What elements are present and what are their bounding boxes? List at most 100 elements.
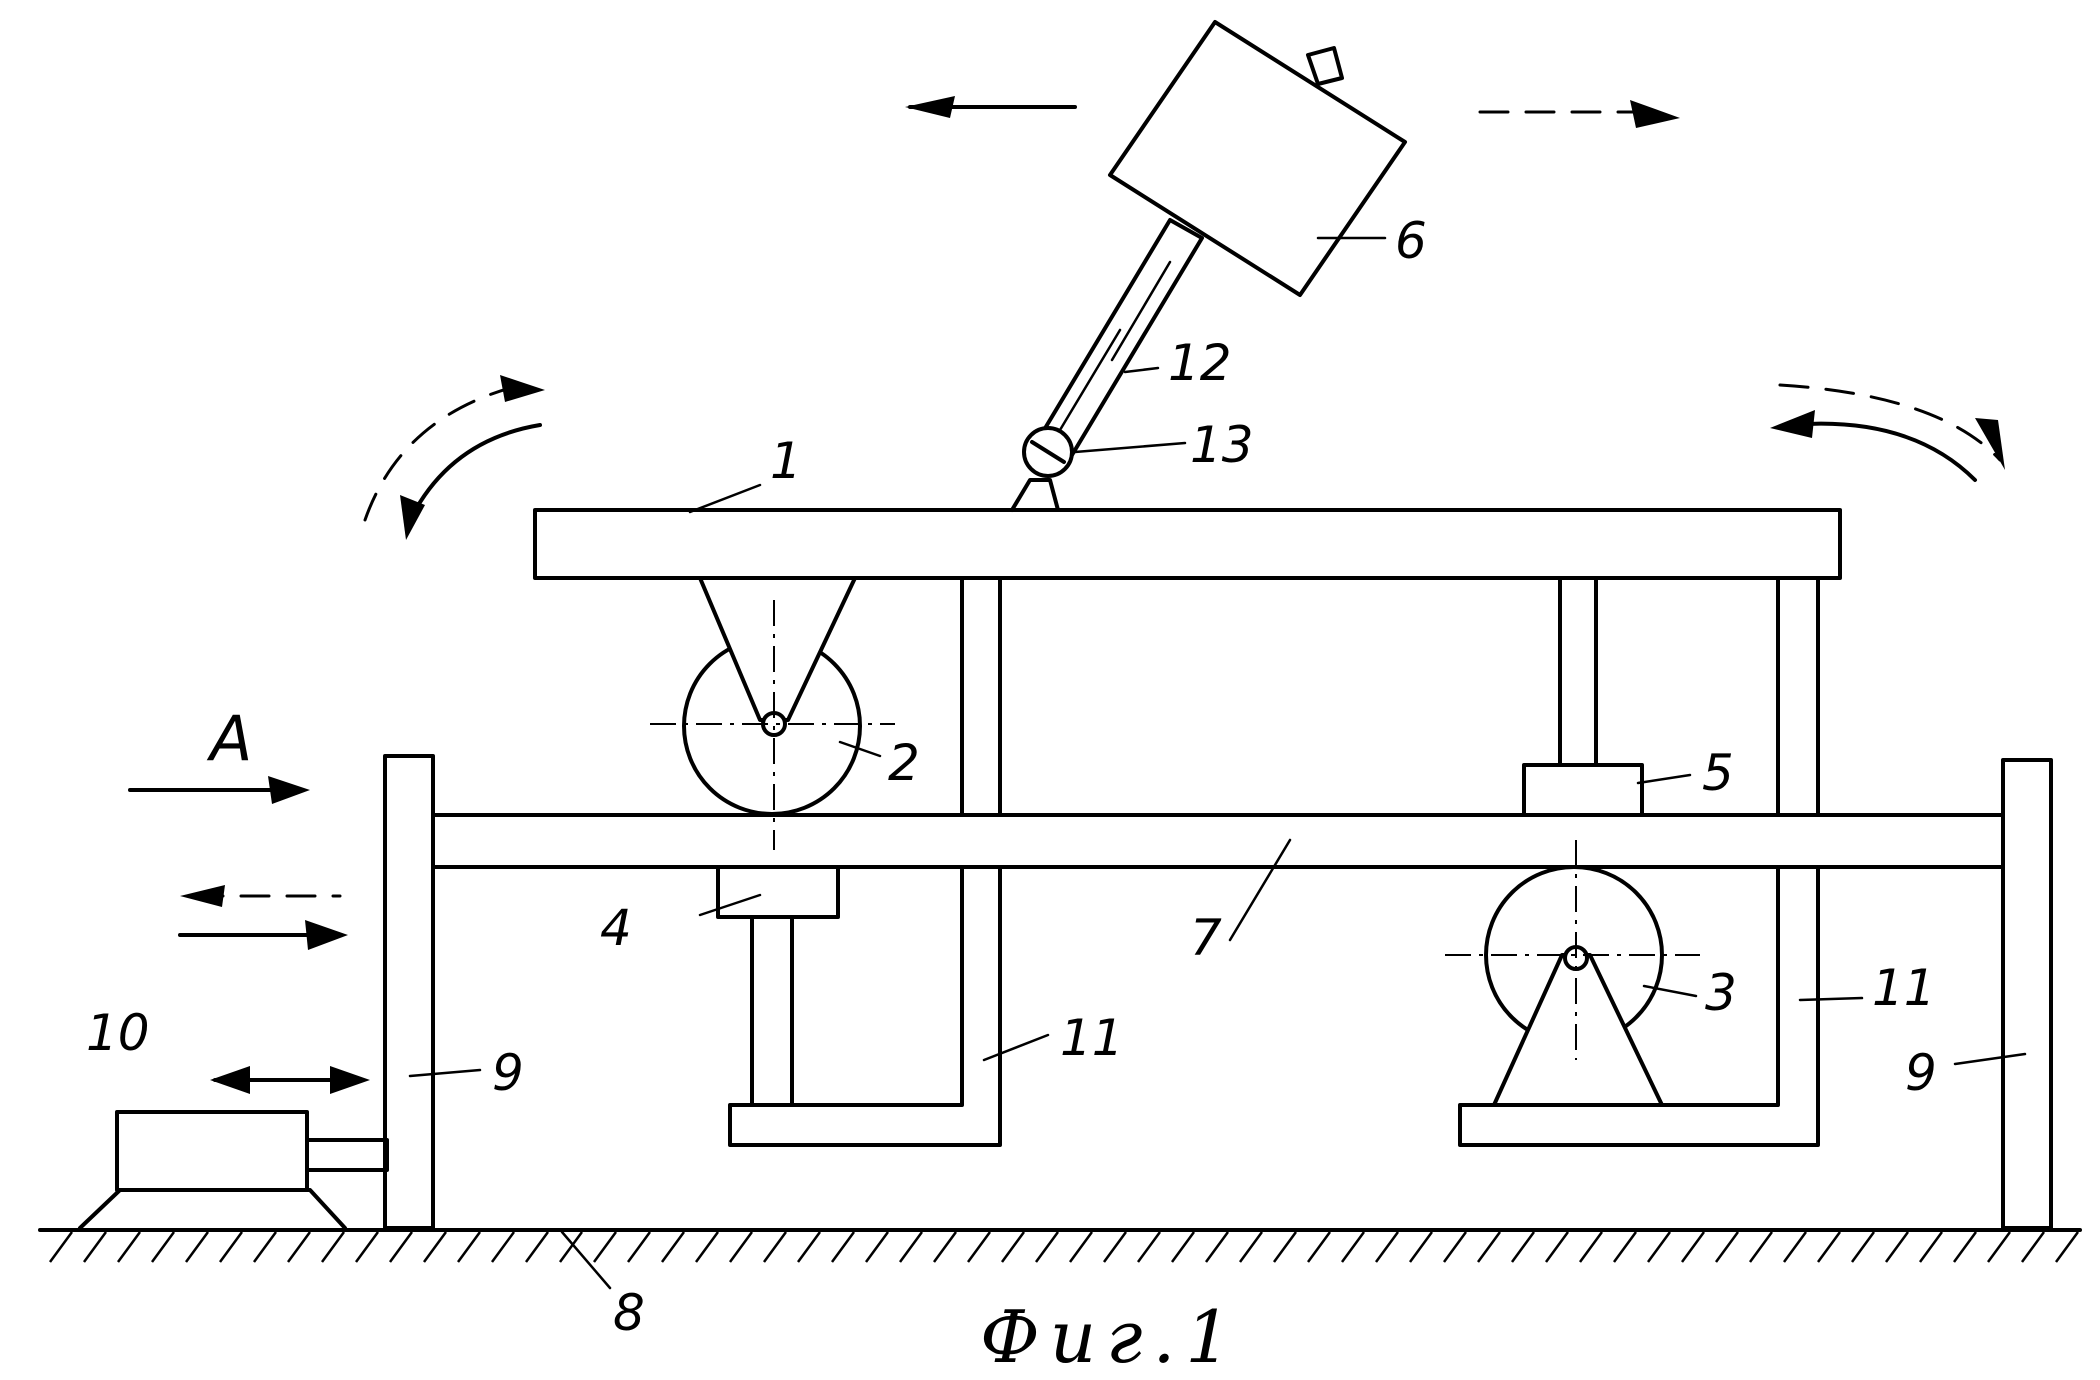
label-12: 12 (1168, 334, 1232, 392)
hatch-mark (254, 1232, 276, 1262)
hatch-mark (84, 1232, 106, 1262)
hatch-mark (390, 1232, 412, 1262)
label-8: 8 (613, 1284, 645, 1342)
hatch-mark (1172, 1232, 1194, 1262)
arrow-right-icon (330, 1066, 370, 1094)
hatch-mark (322, 1232, 344, 1262)
curved-arrow-icon (1770, 410, 1815, 438)
arrow-left-icon (210, 1066, 250, 1094)
hatch-mark (1988, 1232, 2010, 1262)
label-11-right: 11 (1872, 959, 1936, 1017)
hatch-mark (1716, 1232, 1738, 1262)
arrow-left-icon (905, 96, 955, 118)
hatch-mark (968, 1232, 990, 1262)
hatch-mark (1954, 1232, 1976, 1262)
hatch-mark (730, 1232, 752, 1262)
motor-base (80, 1190, 345, 1228)
hatch-mark (152, 1232, 174, 1262)
hatch-mark (764, 1232, 786, 1262)
label-9-left: 9 (492, 1044, 524, 1102)
hatch-mark (628, 1232, 650, 1262)
hatch-mark (1784, 1232, 1806, 1262)
hatch-mark (1206, 1232, 1228, 1262)
hatch-mark (1104, 1232, 1126, 1262)
hatch-mark (458, 1232, 480, 1262)
label-6: 6 (1395, 212, 1427, 270)
weight-knob (1308, 48, 1342, 84)
motion-arrows (130, 96, 2005, 1094)
hatch-mark (1512, 1232, 1534, 1262)
hatch-mark (1444, 1232, 1466, 1262)
roller-upper-2 (650, 578, 895, 850)
hatch-mark (798, 1232, 820, 1262)
hatch-mark (1546, 1232, 1568, 1262)
hatch-mark (866, 1232, 888, 1262)
motor-shaft (307, 1140, 387, 1170)
hatch-mark (832, 1232, 854, 1262)
hatch-mark (1580, 1232, 1602, 1262)
hatch-mark (220, 1232, 242, 1262)
weight-6 (1110, 22, 1405, 295)
hatch-mark (594, 1232, 616, 1262)
hatch-mark (1852, 1232, 1874, 1262)
label-1: 1 (770, 432, 802, 490)
label-5: 5 (1702, 744, 1734, 802)
hatch-mark (1308, 1232, 1330, 1262)
label-4: 4 (600, 899, 632, 957)
label-7: 7 (1190, 909, 1222, 967)
view-label-a: A (206, 702, 252, 775)
label-10: 10 (86, 1004, 150, 1062)
hatch-mark (1886, 1232, 1908, 1262)
hatch-mark (424, 1232, 446, 1262)
hatch-mark (1342, 1232, 1364, 1262)
beam-middle-7 (433, 815, 2003, 867)
hatch-mark (662, 1232, 684, 1262)
hatch-mark (1274, 1232, 1296, 1262)
figure-caption: Фиг.1 (980, 1295, 1241, 1379)
hatch-mark (1614, 1232, 1636, 1262)
hinge-support (1012, 480, 1058, 510)
label-9-right: 9 (1905, 1044, 1937, 1102)
hatch-mark (50, 1232, 72, 1262)
hatch-mark (1478, 1232, 1500, 1262)
hatch-mark (1002, 1232, 1024, 1262)
hatch-mark (186, 1232, 208, 1262)
hatch-mark (1410, 1232, 1432, 1262)
hatch-mark (1376, 1232, 1398, 1262)
label-13: 13 (1190, 416, 1254, 474)
arrow-right-icon (1630, 100, 1680, 128)
ground (40, 1230, 2080, 1262)
beam-top-1 (535, 510, 1840, 578)
hatch-mark (900, 1232, 922, 1262)
post-left-9 (385, 756, 433, 1228)
hatch-mark (526, 1232, 548, 1262)
arrow-left-icon (180, 885, 225, 907)
hatch-mark (1818, 1232, 1840, 1262)
label-11-left: 11 (1060, 1009, 1124, 1067)
hatch-mark (1070, 1232, 1092, 1262)
hatch-mark (288, 1232, 310, 1262)
label-3: 3 (1705, 964, 1737, 1022)
hatch-mark (1240, 1232, 1262, 1262)
hatch-mark (560, 1232, 582, 1262)
roller-lower-3 (1445, 840, 1700, 1105)
hatch-mark (1138, 1232, 1160, 1262)
hatch-mark (1920, 1232, 1942, 1262)
hatch-mark (492, 1232, 514, 1262)
hatch-mark (2056, 1232, 2078, 1262)
hatch-mark (696, 1232, 718, 1262)
motor-body (117, 1112, 307, 1190)
hatch-mark (1750, 1232, 1772, 1262)
label-2: 2 (888, 734, 920, 792)
ground-hatching (50, 1232, 2078, 1262)
hatch-mark (2022, 1232, 2044, 1262)
arrow-right-icon (268, 776, 310, 804)
hatch-mark (1682, 1232, 1704, 1262)
hatch-mark (356, 1232, 378, 1262)
bearing-right-5 (1524, 578, 1642, 815)
arrow-right-icon (305, 920, 348, 950)
hatch-mark (1648, 1232, 1670, 1262)
hatch-mark (118, 1232, 140, 1262)
